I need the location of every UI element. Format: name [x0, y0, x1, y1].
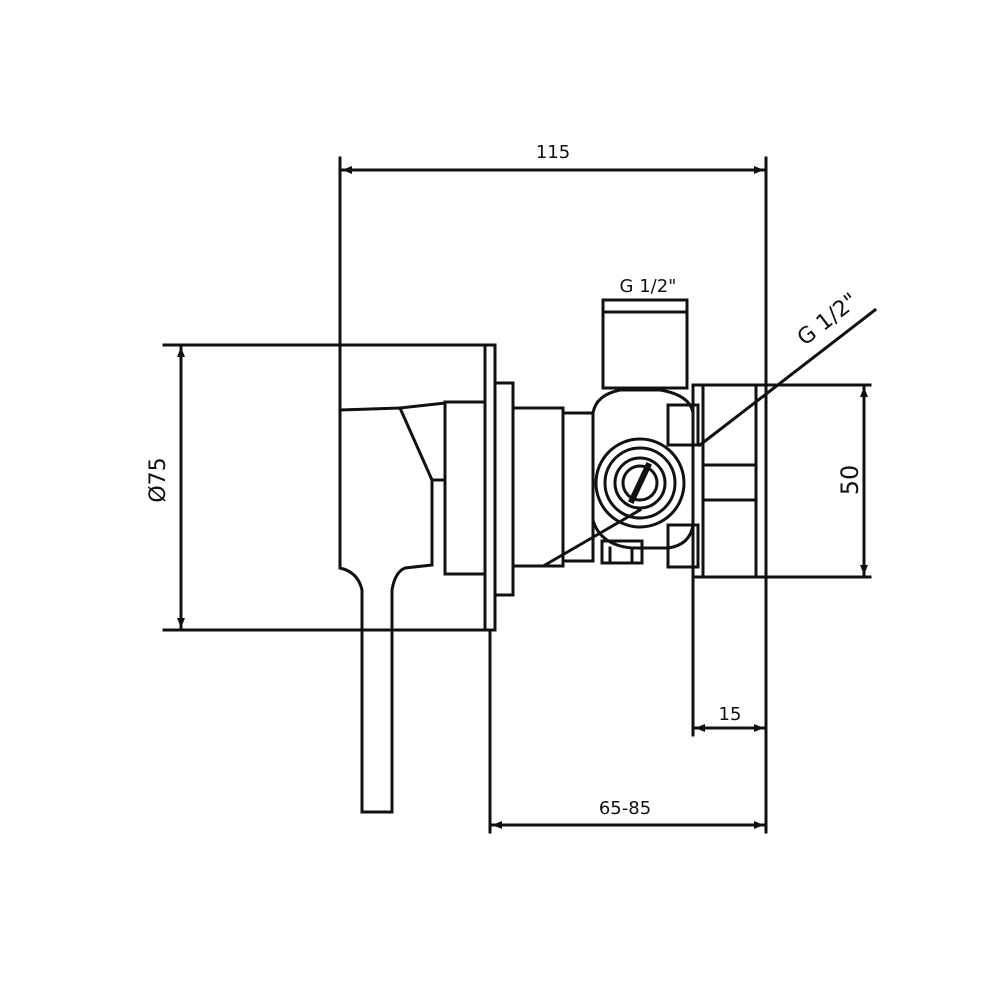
dim-body-height [764, 383, 872, 579]
outlet-fitting [594, 437, 686, 529]
dim-flange-depth [691, 575, 766, 737]
label-thread-side: G 1/2" [793, 289, 863, 352]
label-flange-depth: 15 [719, 704, 742, 725]
label-wall-depth: 65-85 [599, 798, 651, 819]
inlet-top [601, 298, 689, 390]
dim-diameter [162, 343, 497, 632]
mounting-flange [666, 383, 768, 834]
leader-lines [542, 307, 878, 568]
handle-body [338, 401, 447, 814]
label-thread-top: G 1/2" [620, 276, 677, 297]
label-body-height: 50 [836, 465, 864, 496]
collar [443, 381, 595, 597]
label-diameter: Ø75 [146, 457, 171, 502]
dim-wall-depth [488, 628, 766, 834]
label-overall-length: 115 [536, 142, 570, 163]
dim-overall-length [338, 156, 768, 412]
